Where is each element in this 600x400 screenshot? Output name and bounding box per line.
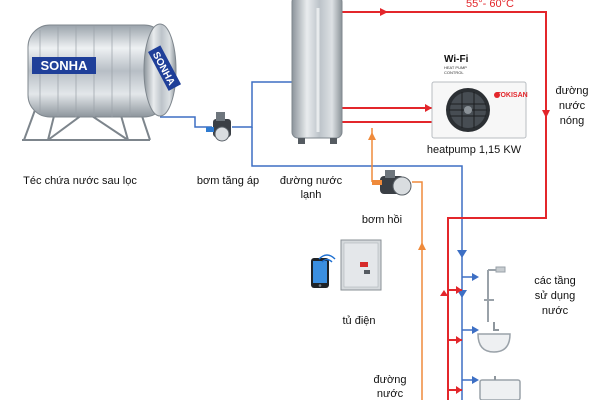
wifi-badge-title: Wi-Fi [444, 54, 469, 65]
heatpump-brand-text: TOKISAN [496, 92, 527, 99]
return-water-arrows [368, 132, 426, 250]
cold-arrow-down-1 [457, 250, 467, 258]
water-tank: SONHA SONHA [22, 23, 182, 141]
cold-arrow-right-2 [472, 326, 479, 334]
cold-line-label-1: đường nước [279, 175, 343, 187]
floors-label-2: sử dụng [534, 290, 576, 302]
washbasin-icon [477, 322, 511, 353]
pipe-return-down [412, 181, 423, 400]
hot-arrow-right-2 [456, 336, 462, 344]
cold-water-arrows [457, 250, 479, 384]
return-arrow-up-2 [418, 242, 426, 250]
pipe-hot-main [342, 11, 547, 400]
hot-arrow-to-heatpump [425, 104, 432, 112]
hot-arrow-right-3 [456, 386, 462, 394]
cold-arrow-down-2 [457, 290, 467, 298]
wifi-badge-line3: CONTROL [444, 70, 464, 75]
hot-arrow-right-1 [456, 286, 462, 294]
cold-line-label-2: lạnh [300, 189, 322, 201]
booster-pump-label: bơm tăng áp [196, 175, 260, 187]
wifi-signal-icon [318, 254, 336, 263]
cold-arrow-right-1 [472, 273, 479, 281]
return-line-label-2: nước [376, 388, 404, 400]
return-pump-icon [372, 170, 412, 196]
pipe-cold-main [251, 127, 463, 400]
tank-brand-text: SONHA [41, 58, 89, 73]
hot-temperature-label: 55°- 60°C [466, 0, 514, 10]
electrical-cabinet-icon [340, 239, 382, 291]
shower-fixture-icon [484, 266, 506, 322]
pipe-pump-to-storage [232, 81, 292, 128]
hot-arrow-up-1 [440, 290, 448, 296]
hot-arrow-right [380, 8, 388, 16]
bathtub-icon [479, 376, 521, 400]
smartphone-icon [311, 258, 329, 288]
booster-pump-icon [206, 112, 231, 142]
cabinet-label: tủ điện [342, 315, 376, 327]
wifi-badge-line2: HEAT PUMP [444, 65, 467, 70]
hot-line-label-1: đường [555, 85, 589, 97]
tank-label: Téc chứa nước sau lọc [23, 175, 137, 187]
cold-water-pipes [160, 81, 472, 400]
wifi-control-badge: Wi-Fi HEAT PUMP CONTROL [444, 54, 469, 75]
return-pump-label: bơm hồi [361, 214, 403, 226]
hot-line-label-2: nước [558, 100, 586, 112]
pipe-tank-to-pump [160, 116, 212, 128]
hot-water-arrows [380, 8, 550, 394]
heatpump-unit: TOKISAN [431, 81, 528, 139]
hot-arrow-down [542, 110, 550, 118]
storage-cylinder [291, 0, 343, 144]
floors-label-3: nước [541, 305, 569, 317]
return-line-label-1: đường [373, 374, 407, 386]
return-arrow-up [368, 132, 376, 140]
floors-label-1: các tầng [534, 275, 576, 287]
heatpump-label: heatpump 1,15 KW [426, 144, 522, 156]
hot-line-label-3: nóng [559, 115, 585, 127]
cold-arrow-right-3 [472, 376, 479, 384]
